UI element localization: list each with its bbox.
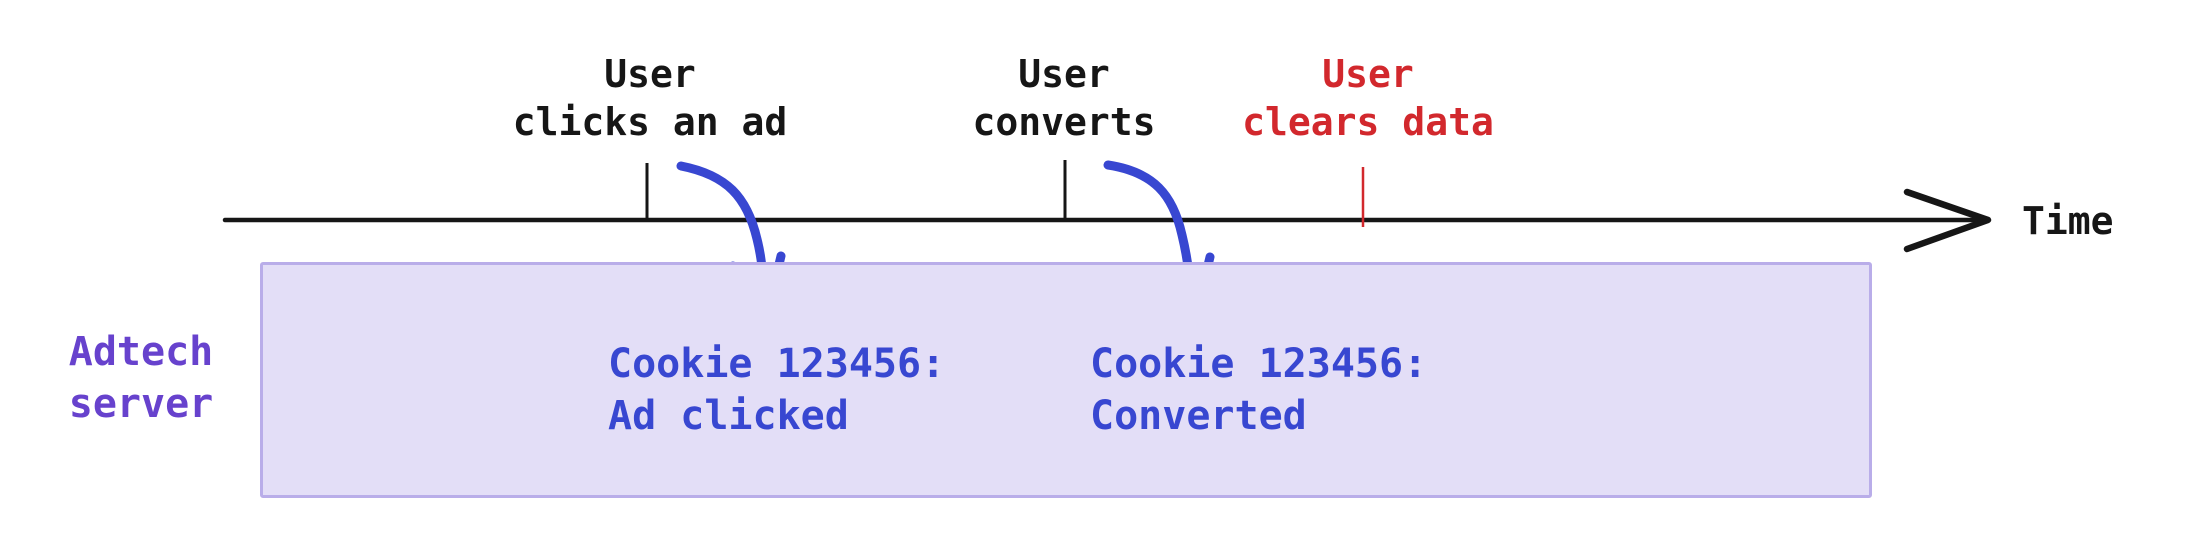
adtech-server-label: Adtech server <box>69 326 214 430</box>
cookie-record-ad-clicked: Cookie 123456: Ad clicked <box>608 338 945 442</box>
event-label-line: clears data <box>1242 100 1494 144</box>
event-label-line: clicks an ad <box>512 100 788 144</box>
time-axis-label: Time <box>2022 199 2114 243</box>
event-label-line: User <box>1322 52 1414 96</box>
cookie-record-line: Converted <box>1090 393 1307 439</box>
cookie-record-line: Cookie 123456: <box>1090 341 1428 387</box>
event-label-user-clicks: User clicks an ad <box>513 50 788 146</box>
event-label-user-clears-data: User clears data <box>1242 50 1494 146</box>
event-label-line: converts <box>972 100 1156 144</box>
cookie-record-line: Ad clicked <box>608 393 849 439</box>
event-label-line: User <box>604 52 696 96</box>
time-axis-arrowhead-icon <box>1903 188 1992 253</box>
adtech-server-box <box>260 262 1872 498</box>
server-label-line: Adtech <box>68 329 214 375</box>
cookie-record-converted: Cookie 123456: Converted <box>1090 338 1427 442</box>
cookie-record-line: Cookie 123456: <box>608 341 946 387</box>
event-label-user-converts: User converts <box>972 50 1155 146</box>
event-label-line: User <box>1018 52 1110 96</box>
server-label-line: server <box>68 381 214 427</box>
